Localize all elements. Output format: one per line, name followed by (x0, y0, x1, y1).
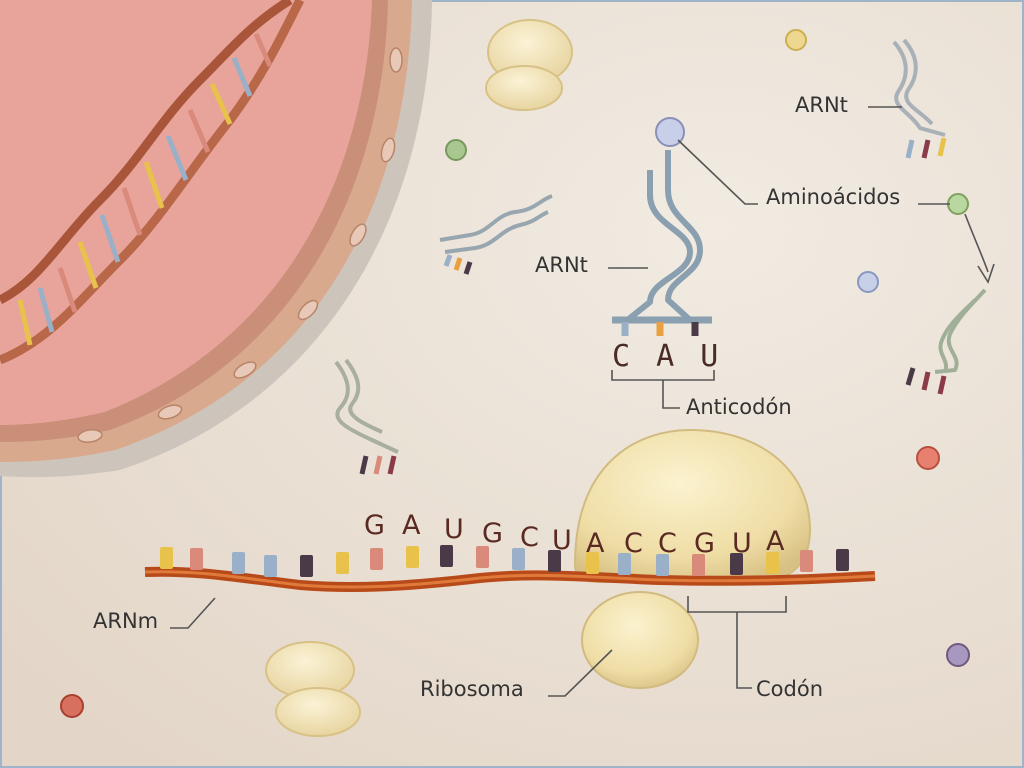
codon-bracket (687, 596, 787, 689)
leader-ribosome (548, 649, 613, 697)
mrna-letter: A (586, 528, 605, 559)
amino-acid-bead (785, 29, 807, 51)
dna-double-helix (0, 0, 305, 365)
mrna-base (406, 546, 419, 568)
mrna-letter: U (552, 525, 572, 556)
label-anticodon: Anticodón (686, 395, 792, 419)
anticodon-bases (621, 322, 699, 336)
mrna-letter: G (364, 510, 385, 541)
mrna-base (766, 552, 779, 574)
label-mrna: ARNm (93, 609, 158, 633)
nuclear-pores (77, 47, 403, 443)
mrna-letter: C (520, 522, 539, 553)
mrna-letter: U (732, 528, 752, 559)
mrna-base (618, 553, 631, 575)
mrna-base (336, 552, 349, 574)
amino-acid-bead (445, 139, 467, 161)
amino-acid-bead-center (655, 117, 685, 147)
mrna-base (476, 546, 489, 568)
trna-center-molecule (612, 150, 712, 325)
leader-amino-acids (677, 139, 758, 205)
anticodon-bracket (611, 370, 715, 409)
amino-acid-bead (916, 446, 940, 470)
ribosome-small-top (485, 19, 573, 111)
mrna-base (692, 554, 705, 576)
trna-floating-bottom (334, 358, 399, 475)
mrna-letter: A (766, 526, 785, 557)
mrna-letter: U (444, 514, 464, 545)
label-codon: Codón (756, 677, 823, 701)
mrna-base (264, 555, 277, 577)
label-trna-center: ARNt (535, 253, 588, 277)
ribosome-large (573, 428, 812, 689)
label-amino-acids: Aminoácidos (766, 185, 900, 209)
mrna-base (232, 552, 245, 574)
mrna-base (586, 552, 599, 574)
mrna-base (548, 550, 561, 572)
trna-top-right (892, 38, 947, 159)
mrna-base (440, 545, 453, 567)
ribosome-small-bottom (265, 641, 361, 737)
mrna-base (512, 548, 525, 570)
mrna-base (300, 555, 313, 577)
label-ribosome: Ribosoma (420, 677, 524, 701)
mrna-letter: C (658, 528, 677, 559)
leader-mrna (170, 597, 216, 629)
label-trna-top-right: ARNt (795, 93, 848, 117)
dna-base-pairs (17, 32, 273, 346)
nucleus (0, 0, 432, 478)
mrna-letter: G (694, 528, 715, 559)
mrna-base (800, 550, 813, 572)
amino-acid-bead-right (947, 193, 969, 215)
amino-acid-bead (946, 643, 970, 667)
trna-floating-left (439, 194, 553, 275)
mrna-letter: C (624, 528, 643, 559)
mrna-base (370, 548, 383, 570)
amino-acid-bead (60, 694, 84, 718)
mrna-bases (160, 545, 849, 577)
mrna-base (836, 549, 849, 571)
amino-acid-bead (857, 271, 879, 293)
mrna-strand (144, 566, 876, 593)
trna-bottom-right (905, 288, 987, 395)
mrna-base (160, 547, 173, 569)
mrna-base (190, 548, 203, 570)
mrna-letter: A (402, 510, 421, 541)
mrna-base (730, 553, 743, 575)
mrna-base (656, 554, 669, 576)
mrna-letter: G (482, 518, 503, 549)
anticodon-sequence: C A U (612, 339, 722, 374)
down-arrow (964, 213, 995, 284)
